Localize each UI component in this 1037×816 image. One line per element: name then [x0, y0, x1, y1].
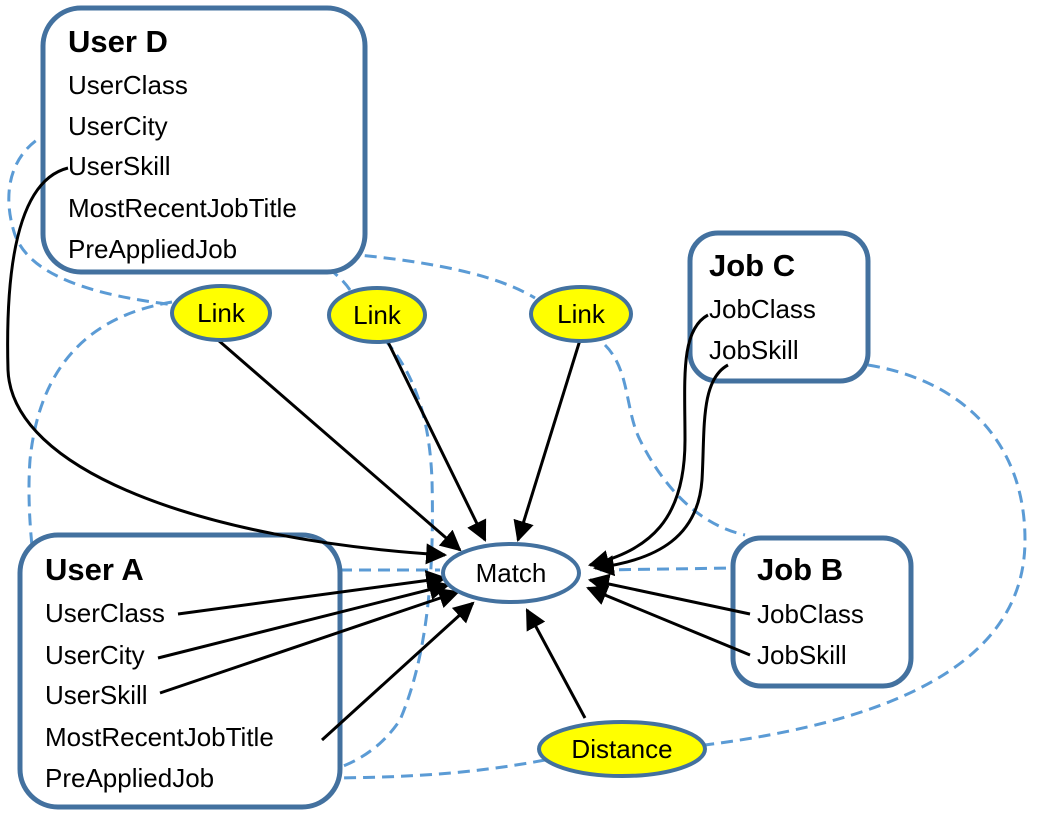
link-node-1: Link [170, 284, 272, 342]
link-node-2: Link [327, 286, 427, 344]
user-a-attr-userclass: UserClass [45, 598, 165, 628]
edge-jobc-jobclass-match [587, 313, 709, 571]
link-node-1-label: Link [197, 298, 246, 328]
user-a-box: User A UserClass UserCity UserSkill Most… [17, 532, 343, 810]
distance-node: Distance [537, 720, 707, 778]
link-node-2-label: Link [353, 300, 402, 330]
edge-usera-userclass-match [177, 570, 448, 616]
job-c-attr-jobclass: JobClass [709, 294, 816, 324]
dashed-edge-usercity-link1 [7, 123, 176, 307]
job-b-attr-jobskill: JobSkill [757, 640, 847, 670]
dashed-edge-jobc-distance [704, 363, 1027, 747]
job-c-attr-jobskill: JobSkill [709, 335, 799, 365]
edge-link3-match [513, 339, 582, 543]
user-d-attr-mostrecentjobtitle: MostRecentJobTitle [68, 193, 297, 223]
user-a-attr-mostrecentjobtitle: MostRecentJobTitle [45, 722, 274, 752]
edge-jobb-jobskill-match [586, 585, 751, 657]
edge-link2-match [386, 341, 487, 542]
job-c-title: Job C [709, 248, 795, 283]
user-a-attr-usercity: UserCity [45, 640, 145, 670]
match-node-label: Match [476, 558, 547, 588]
user-d-box: User D UserClass UserCity UserSkill Most… [40, 5, 368, 275]
edge-usera-mostrecentjobtitle-match [320, 601, 475, 742]
job-c-box: Job C JobClass JobSkill [687, 230, 871, 384]
edge-jobb-jobclass-match [587, 573, 751, 616]
edge-userd-userskill-match [6, 166, 448, 565]
match-node: Match [441, 542, 581, 604]
user-d-attr-preappliedjob: PreAppliedJob [68, 234, 237, 264]
directed-edges [6, 166, 751, 742]
job-b-title: Job B [757, 552, 843, 587]
user-a-attr-preappliedjob: PreAppliedJob [45, 763, 214, 793]
link-node-3: Link [529, 285, 633, 343]
edge-jobc-jobskill-match [592, 363, 729, 577]
edge-usera-userskill-match [159, 588, 460, 695]
user-d-title: User D [68, 24, 168, 59]
distance-node-label: Distance [571, 734, 672, 764]
user-d-attr-userclass: UserClass [68, 70, 188, 100]
edge-usera-usercity-match [157, 579, 451, 660]
job-b-box: Job B JobClass JobSkill [730, 535, 914, 689]
link-node-3-label: Link [557, 299, 606, 329]
user-a-attr-userskill: UserSkill [45, 680, 148, 710]
job-b-attr-jobclass: JobClass [757, 599, 864, 629]
user-d-attr-usercity: UserCity [68, 111, 168, 141]
edge-link1-match [217, 338, 462, 552]
dashed-edge-match-jobb [599, 566, 736, 572]
edge-distance-match [525, 608, 587, 719]
dashed-edge-link3-jobb [603, 343, 746, 537]
user-a-title: User A [45, 552, 144, 587]
user-d-attr-userskill: UserSkill [68, 151, 171, 181]
